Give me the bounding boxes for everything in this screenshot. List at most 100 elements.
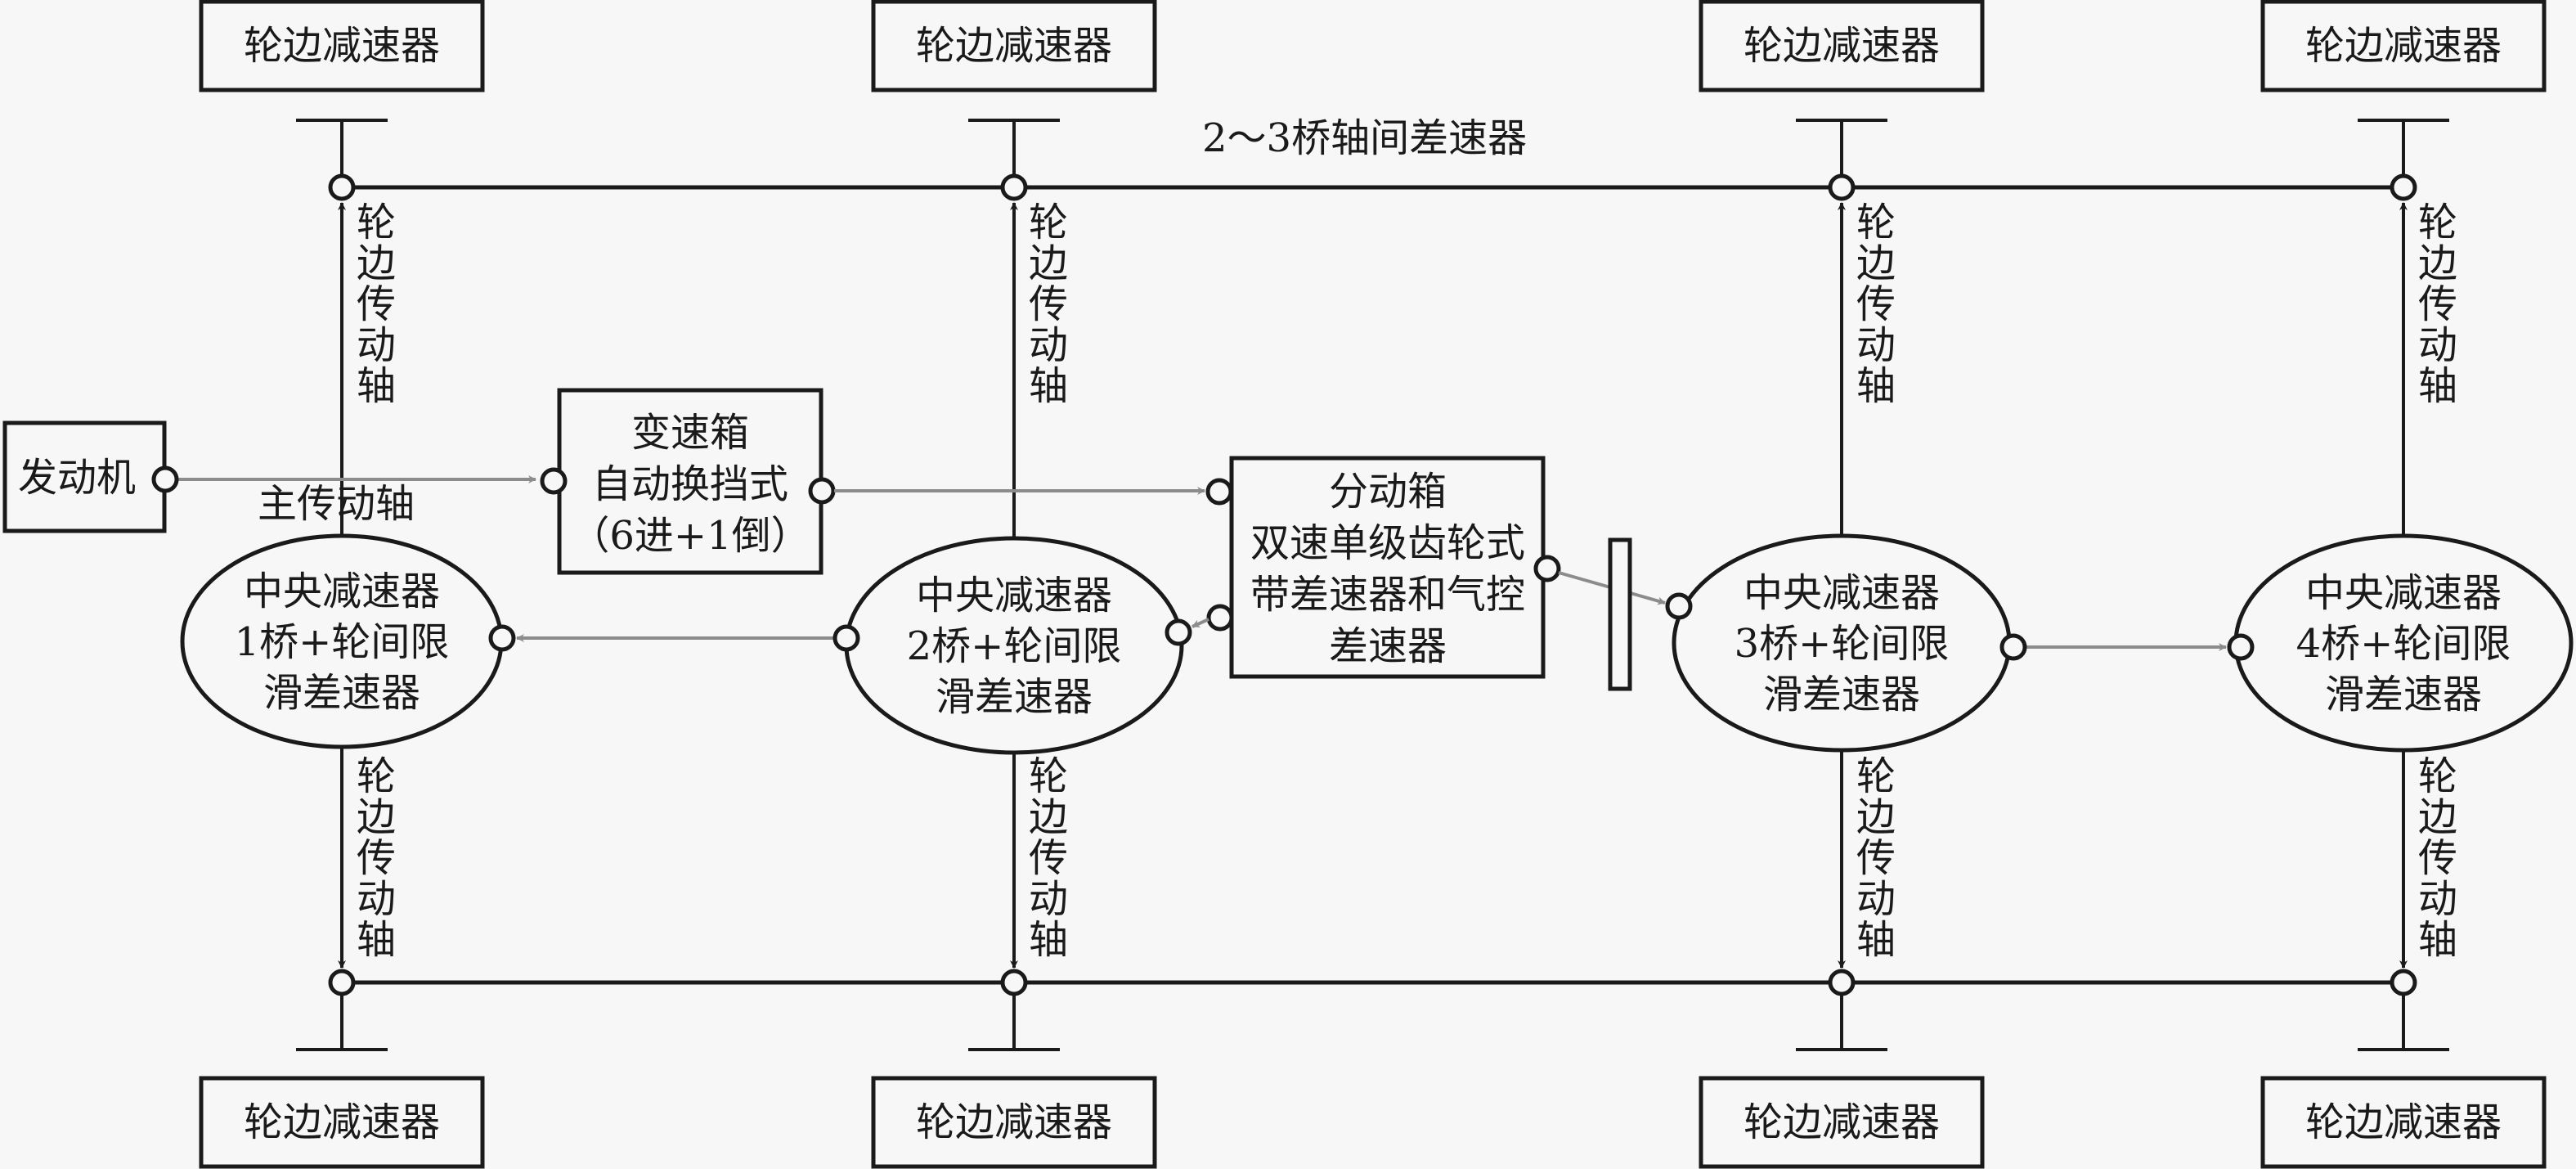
bottom-hub-reducer-label-4: 轮边减速器 <box>2305 1099 2502 1145</box>
top-shaft-label-3-char: 传 <box>1856 281 1896 327</box>
bottom-shaft-label-4-char: 动 <box>2418 876 2457 922</box>
bottom-hub-reducer-label-1: 轮边减速器 <box>244 1099 440 1145</box>
bottom-hub-reducer-box-2 <box>871 1076 1157 1169</box>
transfer-line-2: 双速单级齿轮式 <box>1250 520 1525 566</box>
transfer-input-node <box>1205 478 1233 506</box>
engine-output-node <box>151 465 179 493</box>
top-shaft-label-1-char: 传 <box>357 281 396 327</box>
bottom-shaft-label-3-char: 轮 <box>1856 753 1896 799</box>
top-shaft-label-3-char: 动 <box>1856 322 1896 368</box>
bottom-hub-reducer-label-3: 轮边减速器 <box>1744 1099 1940 1145</box>
gearbox-line-2: 自动换挡式 <box>592 461 788 507</box>
axle3-output-node <box>1999 633 2027 661</box>
top-hub-reducer-label-2: 轮边减速器 <box>916 23 1112 69</box>
bottom-hub-reducer-box-1 <box>199 1076 485 1169</box>
top-shaft-label-4-char: 动 <box>2418 322 2457 368</box>
top-hub-reducer-box-4 <box>2260 0 2547 92</box>
central-reducer-1-line-1: 中央减速器 <box>244 569 440 614</box>
central-reducer-4-line-3: 滑差速器 <box>2325 672 2482 717</box>
top-shaft-label-2-char: 轮 <box>1029 200 1068 245</box>
engine-label: 发动机 <box>18 455 136 501</box>
central-reducer-4-line-1: 中央减速器 <box>2305 570 2502 616</box>
bottom-axle-node-4 <box>2390 969 2417 996</box>
top-shaft-label-2-char: 边 <box>1029 241 1068 286</box>
bottom-shaft-label-4-char: 轮 <box>2418 753 2457 799</box>
axle2-input-node <box>1165 618 1192 646</box>
gearbox-output-node <box>808 477 836 505</box>
transfer-rear-output-node <box>1533 555 1561 582</box>
transfer-case-box <box>1229 456 1546 679</box>
central-reducer-1-line-3: 滑差速器 <box>263 670 420 716</box>
brake-plate <box>1608 537 1632 691</box>
top-hub-reducer-box-2 <box>871 0 1157 92</box>
bottom-shaft-label-3-char: 动 <box>1856 876 1896 922</box>
bottom-shaft-label-3-char: 轴 <box>1856 917 1896 963</box>
axle2-output-node <box>832 624 860 652</box>
axle1-input-node <box>488 624 516 652</box>
top-shaft-label-3-char: 轴 <box>1856 363 1896 409</box>
transfer-front-output-node <box>1206 604 1234 632</box>
axle3-input-node <box>1665 592 1693 620</box>
central-reducer-3-line-2: 3桥+轮间限 <box>1735 621 1950 667</box>
bottom-shaft-label-4-char: 轴 <box>2418 917 2457 963</box>
top-shaft-label-2-char: 轴 <box>1029 363 1068 409</box>
top-hub-reducer-box-1 <box>199 0 485 92</box>
gearbox-input-node <box>540 467 568 495</box>
bottom-shaft-label-1-char: 动 <box>357 876 396 922</box>
transfer-line-4: 差速器 <box>1329 623 1447 669</box>
bottom-shaft-label-2-char: 轴 <box>1029 917 1068 963</box>
transfer-to-axle2-arrow <box>1192 618 1209 628</box>
bottom-hub-reducer-box-4 <box>2260 1076 2547 1169</box>
top-hub-reducer-box-3 <box>1699 0 1985 92</box>
bottom-shaft-label-4-char: 边 <box>2418 794 2457 840</box>
top-shaft-label-1-char: 轮 <box>357 200 396 245</box>
top-shaft-label-2-char: 传 <box>1029 281 1068 327</box>
bottom-axle-node-1 <box>328 969 356 996</box>
central-reducer-3-line-3: 滑差速器 <box>1763 672 1920 717</box>
bottom-shaft-label-4-char: 传 <box>2418 835 2457 881</box>
main-shaft-label: 主传动轴 <box>258 481 415 527</box>
central-reducer-2-line-2: 2桥+轮间限 <box>907 623 1122 669</box>
bottom-shaft-label-1-char: 边 <box>357 794 396 840</box>
central-reducer-2-line-3: 滑差速器 <box>936 674 1093 720</box>
top-axle-node-3 <box>1828 173 1856 201</box>
gearbox-line-1: 变速箱 <box>631 410 749 456</box>
top-shaft-label-1-char: 边 <box>357 241 396 286</box>
bottom-hub-reducer-label-2: 轮边减速器 <box>916 1099 1112 1145</box>
top-shaft-label-3-char: 轮 <box>1856 200 1896 245</box>
bottom-shaft-label-2-char: 传 <box>1029 835 1068 881</box>
top-hub-reducer-label-3: 轮边减速器 <box>1744 23 1940 69</box>
top-shaft-label-4-char: 边 <box>2418 241 2457 286</box>
bottom-hub-reducer-box-3 <box>1699 1076 1985 1169</box>
top-shaft-label-3-char: 边 <box>1856 241 1896 286</box>
transfer-line-1: 分动箱 <box>1329 469 1447 515</box>
top-shaft-label-1-char: 轴 <box>357 363 396 409</box>
bottom-shaft-label-1-char: 传 <box>357 835 396 881</box>
bottom-axle-node-2 <box>1000 969 1028 996</box>
bottom-shaft-label-1-char: 轮 <box>357 753 396 799</box>
bottom-shaft-label-2-char: 动 <box>1029 876 1068 922</box>
top-axle-node-1 <box>328 173 356 201</box>
central-reducer-4-line-2: 4桥+轮间限 <box>2296 621 2511 667</box>
bottom-shaft-label-1-char: 轴 <box>357 917 396 963</box>
bottom-shaft-label-3-char: 边 <box>1856 794 1896 840</box>
bottom-shaft-label-3-char: 传 <box>1856 835 1896 881</box>
transfer-line-3: 带差速器和气控 <box>1250 572 1525 618</box>
top-shaft-label-4-char: 轮 <box>2418 200 2457 245</box>
top-shaft-label-1-char: 动 <box>357 322 396 368</box>
central-reducer-1-line-2: 1桥+轮间限 <box>235 619 450 665</box>
gearbox-box <box>557 388 824 575</box>
axle4-input-node <box>2227 633 2255 661</box>
bottom-shaft-label-2-char: 边 <box>1029 794 1068 840</box>
top-shaft-label-4-char: 轴 <box>2418 363 2457 409</box>
top-shaft-label-4-char: 传 <box>2418 281 2457 327</box>
central-reducer-2-line-1: 中央减速器 <box>916 573 1112 618</box>
top-hub-reducer-label-1: 轮边减速器 <box>244 23 440 69</box>
inter-axle-diff-label: 2～3桥轴间差速器 <box>1202 115 1527 161</box>
top-shaft-label-2-char: 动 <box>1029 322 1068 368</box>
top-hub-reducer-label-4: 轮边减速器 <box>2305 23 2502 69</box>
gearbox-line-3: （6进+1倒） <box>570 513 810 559</box>
central-reducer-3-line-1: 中央减速器 <box>1744 570 1940 616</box>
